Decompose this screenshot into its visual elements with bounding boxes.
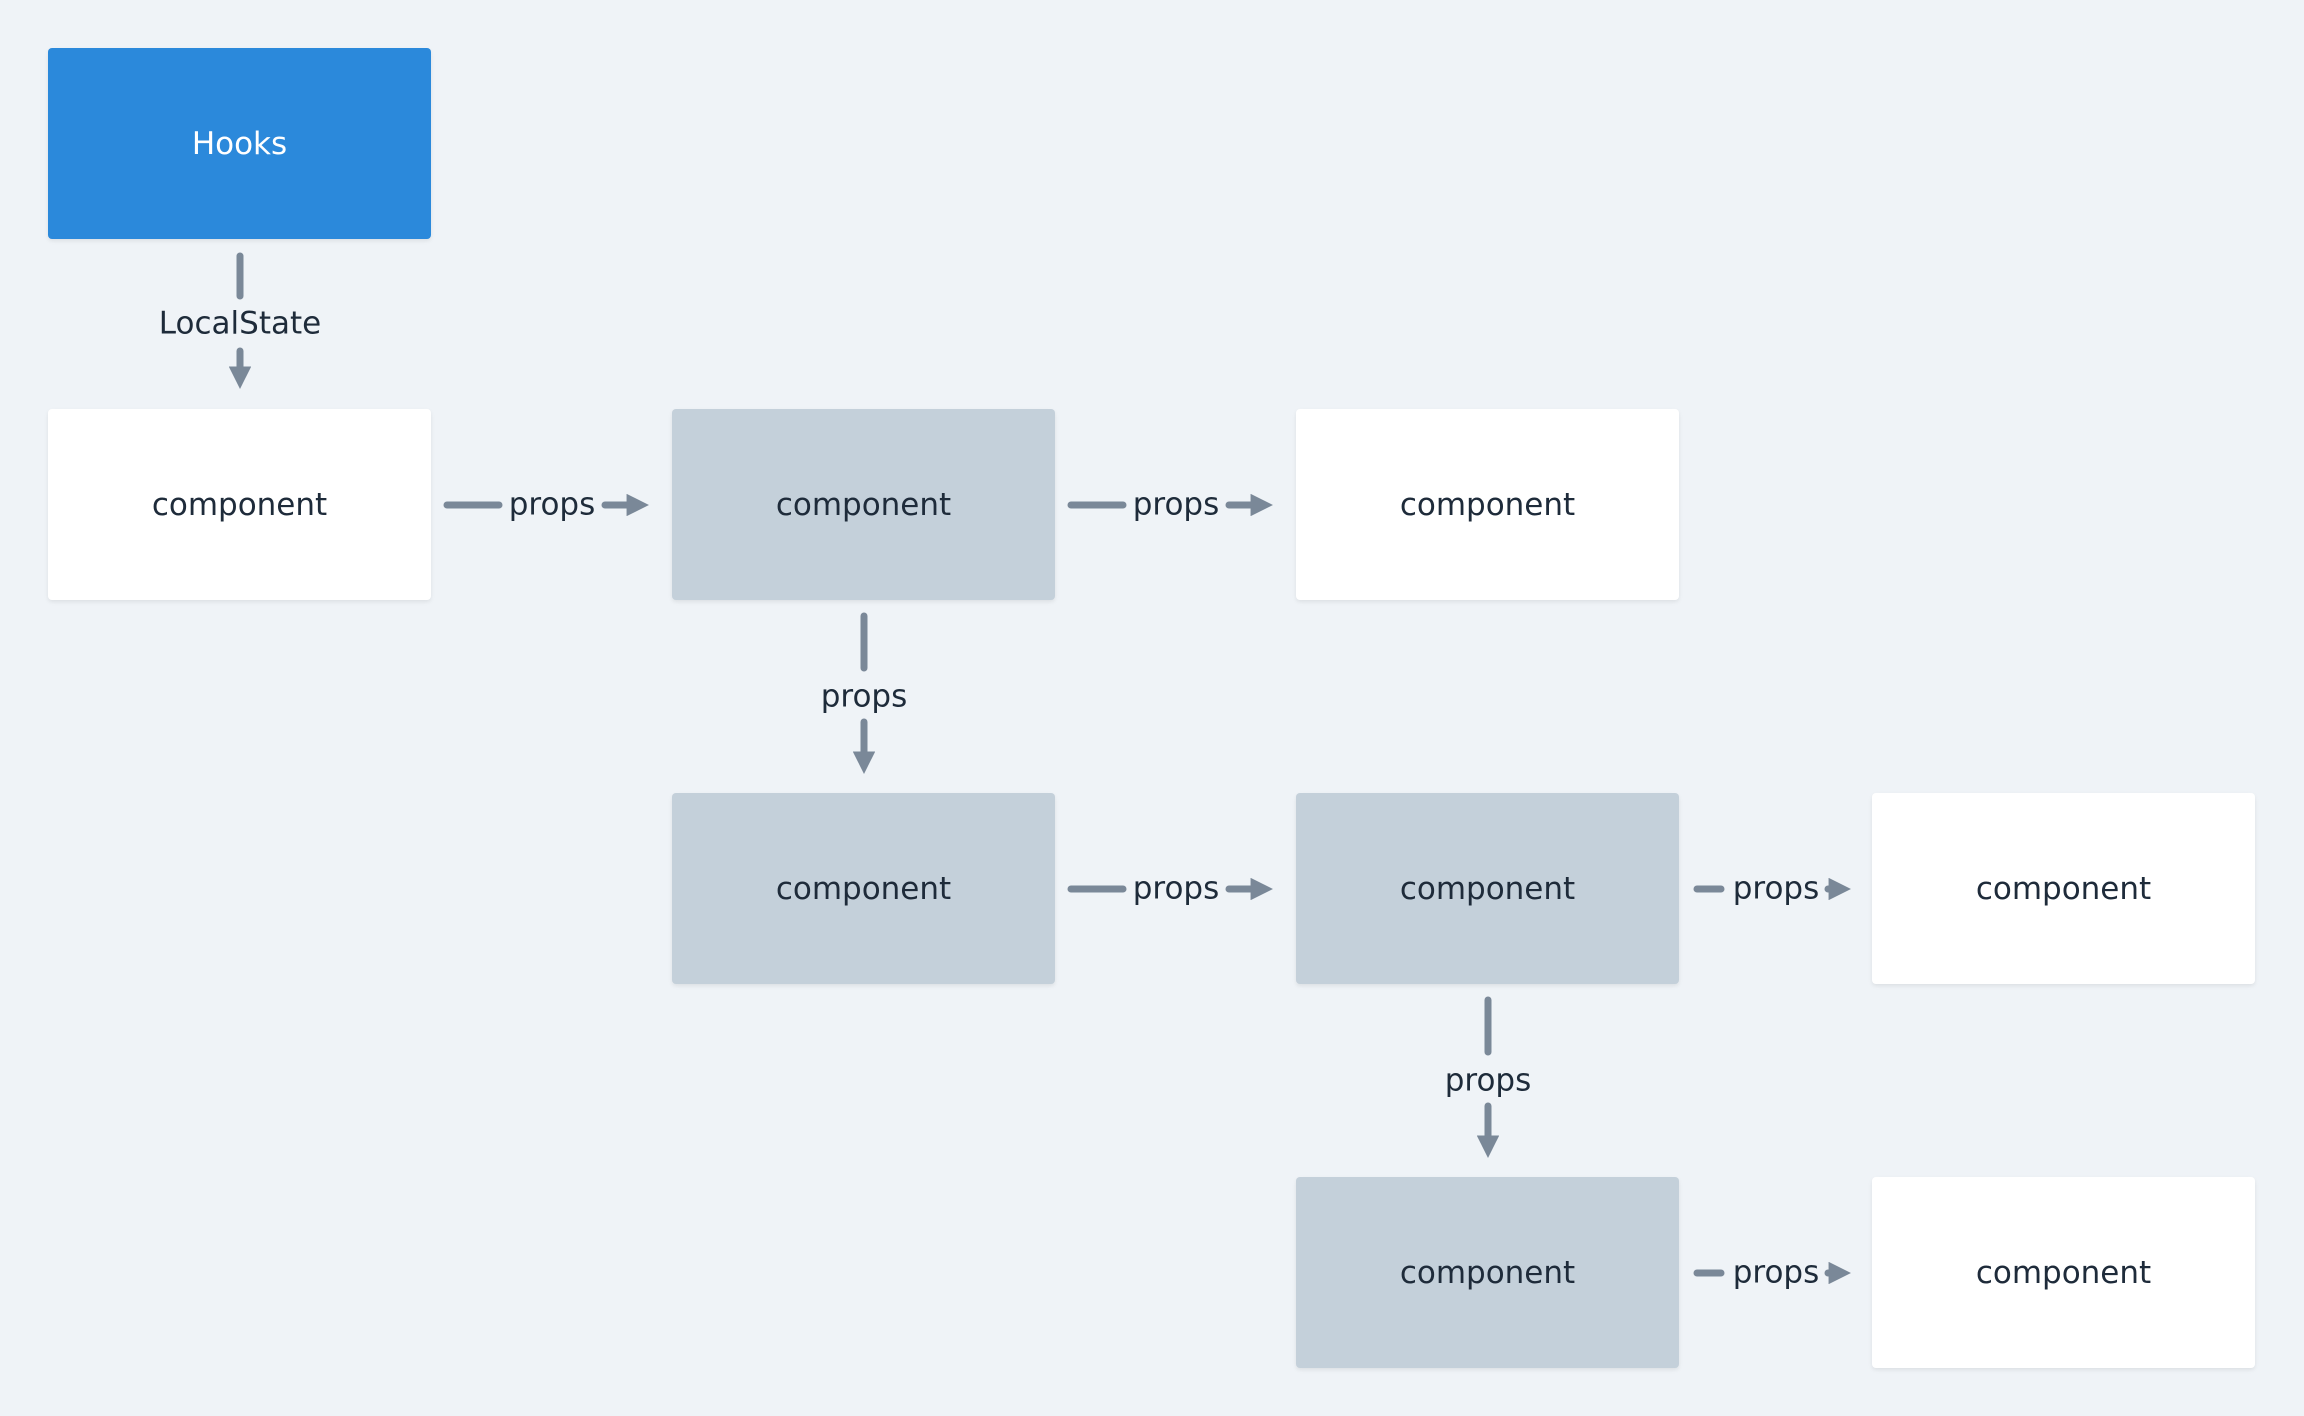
hooks-node-label: Hooks: [191, 125, 288, 162]
component-node-label: component: [775, 870, 952, 907]
edge-label-props: props: [1132, 486, 1220, 523]
component-node-n2: component: [672, 409, 1055, 600]
component-node-label: component: [1399, 870, 1576, 907]
hooks-node: Hooks: [48, 48, 431, 239]
component-node-n1: component: [48, 409, 431, 600]
edge-label-props: props: [1132, 870, 1220, 907]
component-node-label: component: [775, 486, 952, 523]
component-node-label: component: [1975, 1254, 2152, 1291]
component-node-label: component: [1399, 1254, 1576, 1291]
component-node-n4: component: [672, 793, 1055, 984]
edge-label-props: props: [820, 678, 908, 715]
component-node-label: component: [1975, 870, 2152, 907]
component-node-n3: component: [1296, 409, 1679, 600]
edge-label-props: props: [1732, 870, 1820, 907]
component-node-n5: component: [1296, 793, 1679, 984]
component-node-label: component: [1399, 486, 1576, 523]
component-node-n6: component: [1872, 793, 2255, 984]
component-node-n8: component: [1872, 1177, 2255, 1368]
component-node-n7: component: [1296, 1177, 1679, 1368]
component-node-label: component: [151, 486, 328, 523]
edge-label-props: props: [508, 486, 596, 523]
edge-label-props: props: [1732, 1254, 1820, 1291]
edge-label-props: props: [1444, 1062, 1532, 1099]
edge-label-localstate: LocalState: [158, 305, 322, 342]
